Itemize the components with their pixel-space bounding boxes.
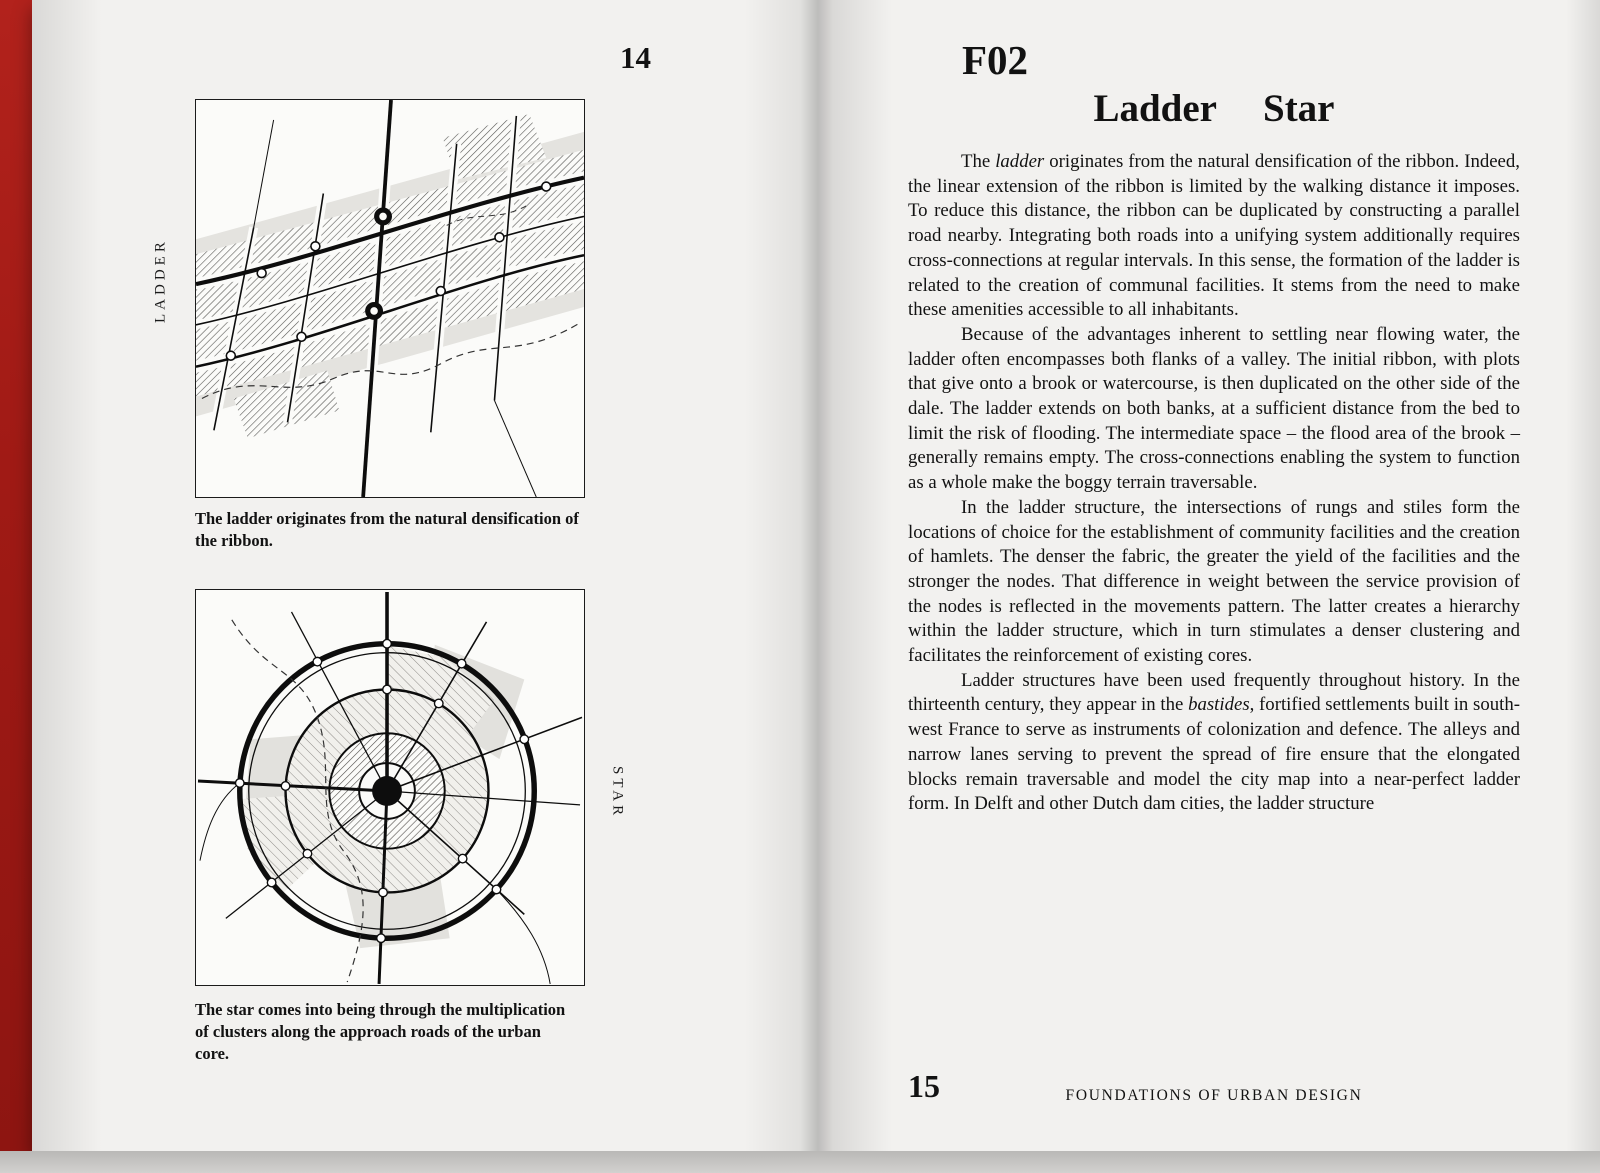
- right-page-shadow: [1566, 0, 1600, 1151]
- figure-side-label-star: STAR: [609, 766, 626, 820]
- chapter-title: Ladder Star: [908, 86, 1520, 131]
- paragraph: Because of the advantages inherent to se…: [908, 323, 1520, 494]
- page-number-left: 14: [620, 40, 651, 75]
- ladder-figure-drawing: [196, 100, 584, 497]
- spine-gutter-shadow: [744, 0, 892, 1151]
- figure-side-label-ladder: LADDER: [152, 238, 169, 324]
- body-text: The ladder originates from the natural d…: [908, 150, 1520, 817]
- paragraph: Ladder structures have been used frequen…: [908, 669, 1520, 815]
- running-title: FOUNDATIONS OF URBAN DESIGN: [1065, 1087, 1363, 1104]
- book-cover-edge: [0, 0, 32, 1173]
- intersection-nodes: [225, 181, 552, 361]
- paragraph: The ladder originates from the natural d…: [908, 151, 1520, 321]
- roads: [196, 100, 584, 497]
- paragraph: In the ladder structure, the intersectio…: [908, 496, 1520, 667]
- ladder-figure: [195, 99, 585, 498]
- brook-dashed-line: [201, 203, 581, 400]
- chapter-title-word-star: Star: [1263, 87, 1335, 130]
- figure-caption-star: The star comes into being through the mu…: [195, 1000, 566, 1063]
- urban-core-dot: [372, 776, 402, 806]
- star-figure: [195, 589, 585, 986]
- page-number-right: 15: [908, 1068, 940, 1104]
- left-page-shadow: [32, 0, 102, 1151]
- table-surface: [0, 1151, 1600, 1173]
- chapter-code: F02: [962, 37, 1029, 83]
- intersection-nodes: [234, 638, 530, 944]
- chapter-title-word-ladder: Ladder: [1093, 87, 1217, 130]
- figure-caption-ladder: The ladder originates from the natural d…: [195, 509, 579, 550]
- star-figure-drawing: [196, 590, 584, 985]
